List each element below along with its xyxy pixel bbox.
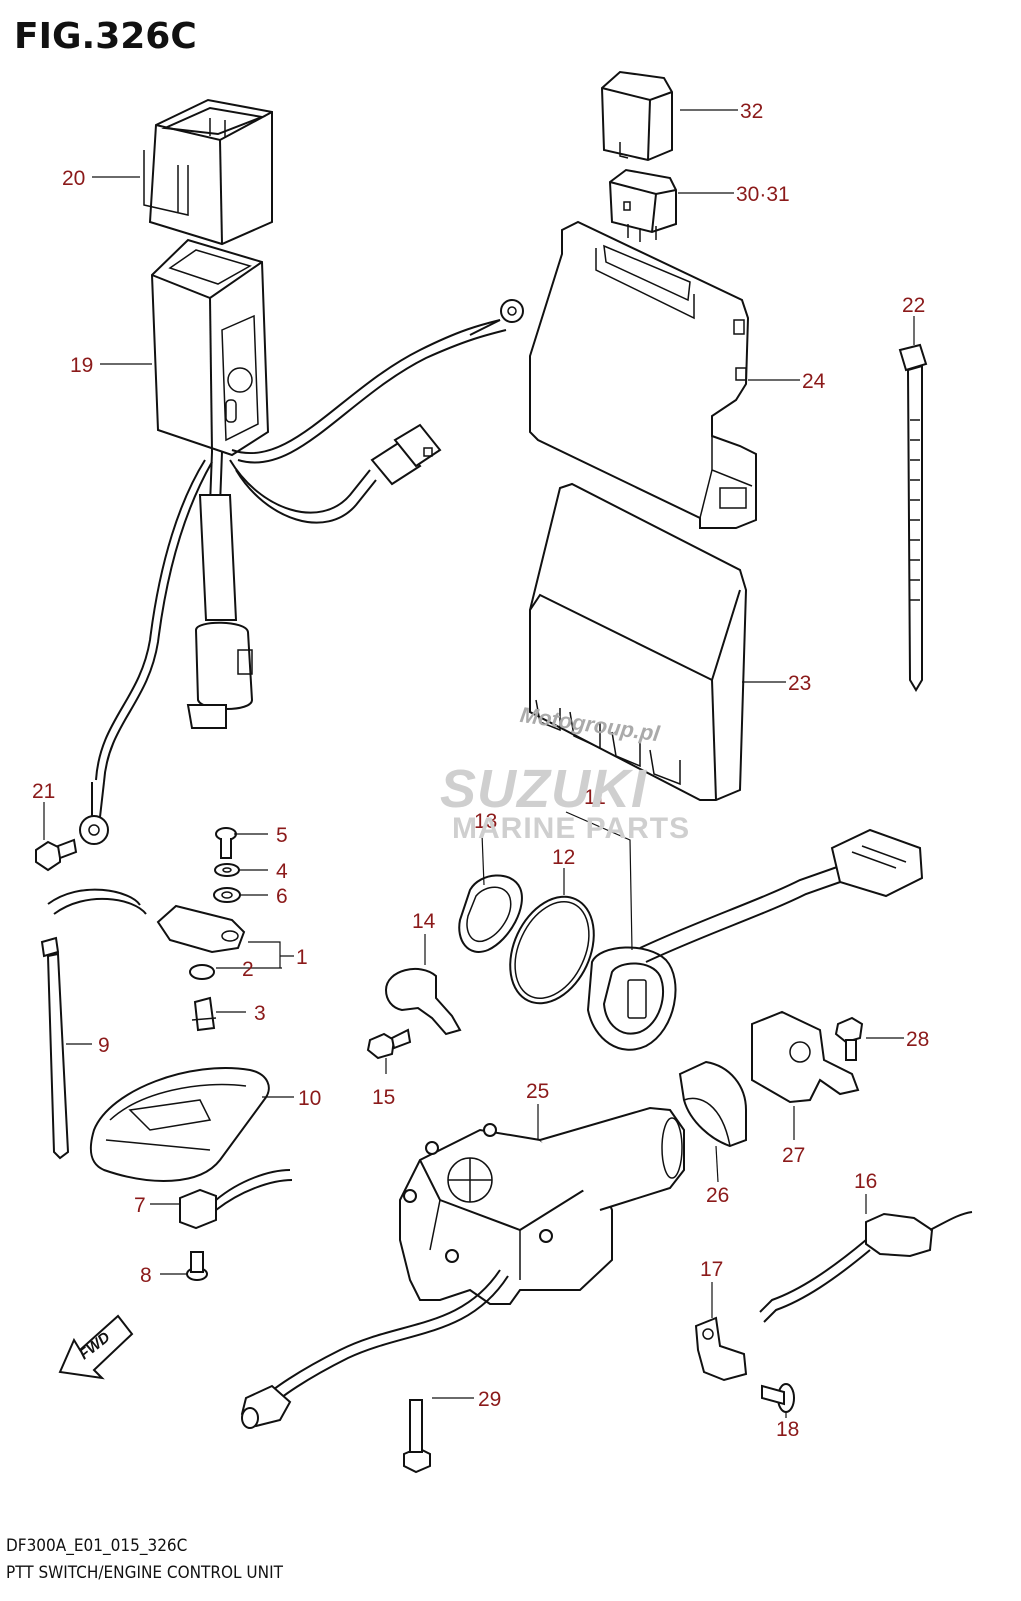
- callout-20: 20: [62, 167, 85, 190]
- callout-3: 3: [254, 1002, 266, 1025]
- part-10-switch-holder: [89, 1067, 270, 1182]
- callout-13: 13: [474, 810, 497, 833]
- part-30-31-relay: [608, 168, 677, 242]
- callout-9: 9: [98, 1034, 110, 1057]
- callout-32: 32: [740, 100, 763, 123]
- part-6-washer: [213, 887, 241, 903]
- callout-30-31: 30·31: [736, 183, 790, 206]
- part-23-ecm: [529, 482, 748, 801]
- part-13-retainer: [458, 874, 523, 953]
- part-18-screw: [761, 1383, 795, 1413]
- callout-27: 27: [782, 1144, 805, 1167]
- part-28-bolt: [834, 1016, 864, 1061]
- part-1-trim-sensor: [47, 888, 246, 954]
- callout-17: 17: [700, 1258, 723, 1281]
- callout-18: 18: [776, 1418, 799, 1441]
- callout-11: 11: [584, 786, 606, 809]
- part-26-boot: [678, 1060, 747, 1148]
- watermark-brand: SUZUKI: [440, 759, 647, 819]
- part-21-bolt: [35, 838, 78, 872]
- callout-4: 4: [276, 860, 288, 883]
- part-9-cable-tie: [40, 936, 70, 1160]
- part-7-switch: [179, 1169, 293, 1230]
- figure-code: DF300A_E01_015_326C: [6, 1536, 188, 1556]
- part-32-relay: [600, 70, 673, 162]
- callout-25: 25: [526, 1080, 549, 1103]
- part-24-ecm-cover: [529, 220, 757, 529]
- part-27-bracket: [751, 1010, 860, 1104]
- callout-6: 6: [276, 885, 288, 908]
- leader-lines: [43, 109, 915, 1418]
- part-20-connector-housing: [143, 98, 273, 246]
- callout-10: 10: [298, 1087, 321, 1110]
- part-12-o-ring: [509, 895, 595, 1005]
- callout-26: 26: [706, 1184, 729, 1207]
- callout-23: 23: [788, 672, 811, 695]
- callout-21: 21: [32, 780, 55, 803]
- watermark-subtitle: MARINE PARTS: [452, 812, 691, 845]
- figure-title: FIG.326C: [14, 16, 197, 57]
- callout-2: 2: [242, 958, 254, 981]
- part-14-clamp: [384, 967, 462, 1036]
- part-3-clip: [191, 996, 217, 1032]
- part-11-ptt-switch: [586, 828, 924, 1051]
- callout-5: 5: [276, 824, 288, 847]
- part-22-cable-tie: [898, 343, 928, 692]
- callout-14: 14: [412, 910, 436, 933]
- part-4-washer: [214, 863, 240, 877]
- part-17-clamp: [694, 1316, 748, 1382]
- callout-28: 28: [906, 1028, 929, 1051]
- part-8-screw: [186, 1251, 208, 1281]
- callout-24: 24: [802, 370, 826, 393]
- part-15-bolt: [366, 1028, 412, 1060]
- callout-7: 7: [134, 1194, 146, 1217]
- callout-1: 1: [296, 946, 308, 969]
- callout-29: 29: [478, 1388, 501, 1411]
- callout-16: 16: [854, 1170, 877, 1193]
- part-5-screw: [215, 827, 237, 859]
- callout-12: 12: [552, 846, 575, 869]
- part-16-switch: [759, 1211, 973, 1323]
- part-29-bolt: [403, 1399, 431, 1474]
- part-25-trim-motor: [240, 1106, 685, 1429]
- part-2-o-ring: [189, 964, 215, 980]
- fwd-arrow-icon: FWD: [58, 1314, 134, 1380]
- part-19-ptt-relay-harness: [79, 238, 524, 845]
- callout-8: 8: [140, 1264, 152, 1287]
- callout-labels: 20 19 32 30·31 24 22 23 21 5 4 6 1 2 3 9…: [32, 100, 929, 1441]
- callout-22: 22: [902, 294, 925, 317]
- figure-caption: PTT SWITCH/ENGINE CONTROL UNIT: [6, 1563, 283, 1583]
- callout-15: 15: [372, 1086, 395, 1109]
- callout-19: 19: [70, 354, 93, 377]
